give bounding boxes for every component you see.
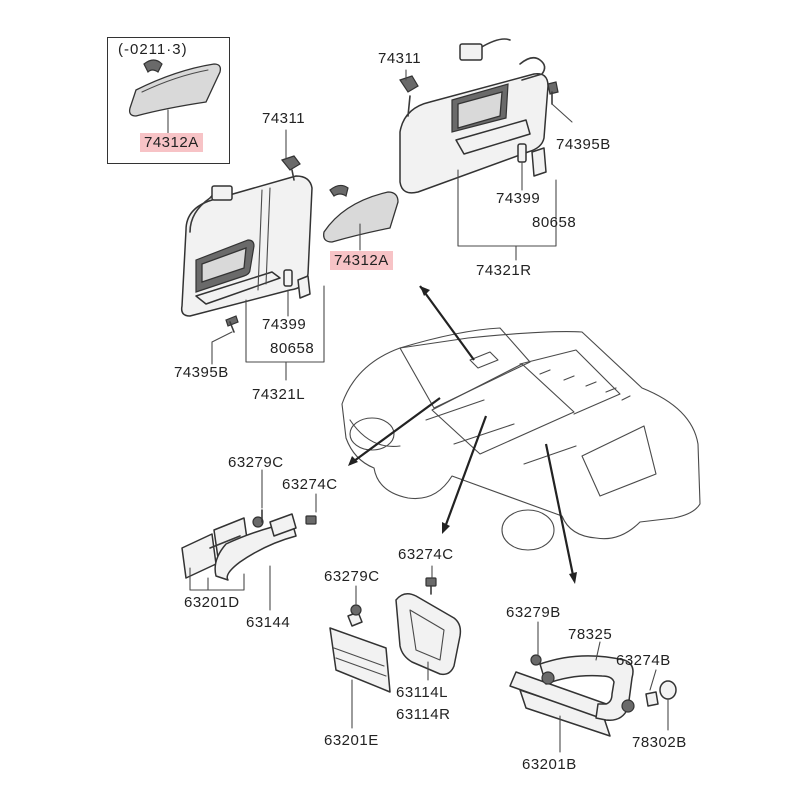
visor-left-illustration: [180, 155, 399, 333]
part-label-grip-mid-l[interactable]: 63114L: [396, 684, 448, 701]
part-label-clip-grip-front[interactable]: 63274C: [282, 476, 338, 493]
part-label-bolt-visor-left[interactable]: 74311: [262, 110, 306, 127]
visor-right-illustration: [399, 38, 559, 194]
part-label-holder-left[interactable]: 74399: [262, 316, 307, 333]
part-label-clip-grip-mid[interactable]: 63274C: [398, 546, 454, 563]
part-label-screw-grip-mid[interactable]: 63279C: [324, 568, 380, 585]
part-label-clip-right[interactable]: 80658: [532, 214, 577, 231]
grip-mid-illustration: [329, 577, 462, 693]
date-range-box: [107, 37, 230, 164]
mirror-boxed-illustration: [128, 59, 222, 117]
part-label-screw-grip-rear[interactable]: 63279B: [506, 604, 561, 621]
part-label-visor-left[interactable]: 74321L: [252, 386, 306, 403]
part-label-bracket-front[interactable]: 63201D: [184, 594, 240, 611]
pointer-arrows: [348, 285, 577, 584]
part-label-mirror-boxed[interactable]: 74312A: [140, 133, 203, 152]
part-label-bracket-mid[interactable]: 63201E: [324, 732, 379, 749]
part-label-screw-left[interactable]: 74395B: [174, 364, 229, 381]
part-label-bracket-rear[interactable]: 63201B: [522, 756, 577, 773]
part-label-holder-right[interactable]: 74399: [496, 190, 541, 207]
leader-lines: [167, 69, 669, 753]
part-label-visor-right[interactable]: 74321R: [476, 262, 532, 279]
part-label-clip-grip-rear[interactable]: 63274B: [616, 652, 671, 669]
grip-front-illustration: [181, 509, 317, 581]
part-label-bolt-visor-right[interactable]: 74311: [378, 50, 422, 67]
vehicle-illustration: [341, 327, 701, 551]
part-label-mirror-center[interactable]: 74312A: [330, 251, 393, 270]
grip-rear-illustration: [509, 654, 677, 737]
part-label-clip-left[interactable]: 80658: [270, 340, 315, 357]
part-label-grip-rear[interactable]: 78325: [568, 626, 613, 643]
part-label-grip-front[interactable]: 63144: [246, 614, 291, 631]
part-label-screw-right[interactable]: 74395B: [556, 136, 611, 153]
part-label-cover-rear[interactable]: 78302B: [632, 734, 687, 751]
part-label-grip-mid-r[interactable]: 63114R: [396, 706, 451, 723]
date-range-note: (-0211·3): [118, 41, 188, 58]
part-label-screw-grip-front[interactable]: 63279C: [228, 454, 284, 471]
